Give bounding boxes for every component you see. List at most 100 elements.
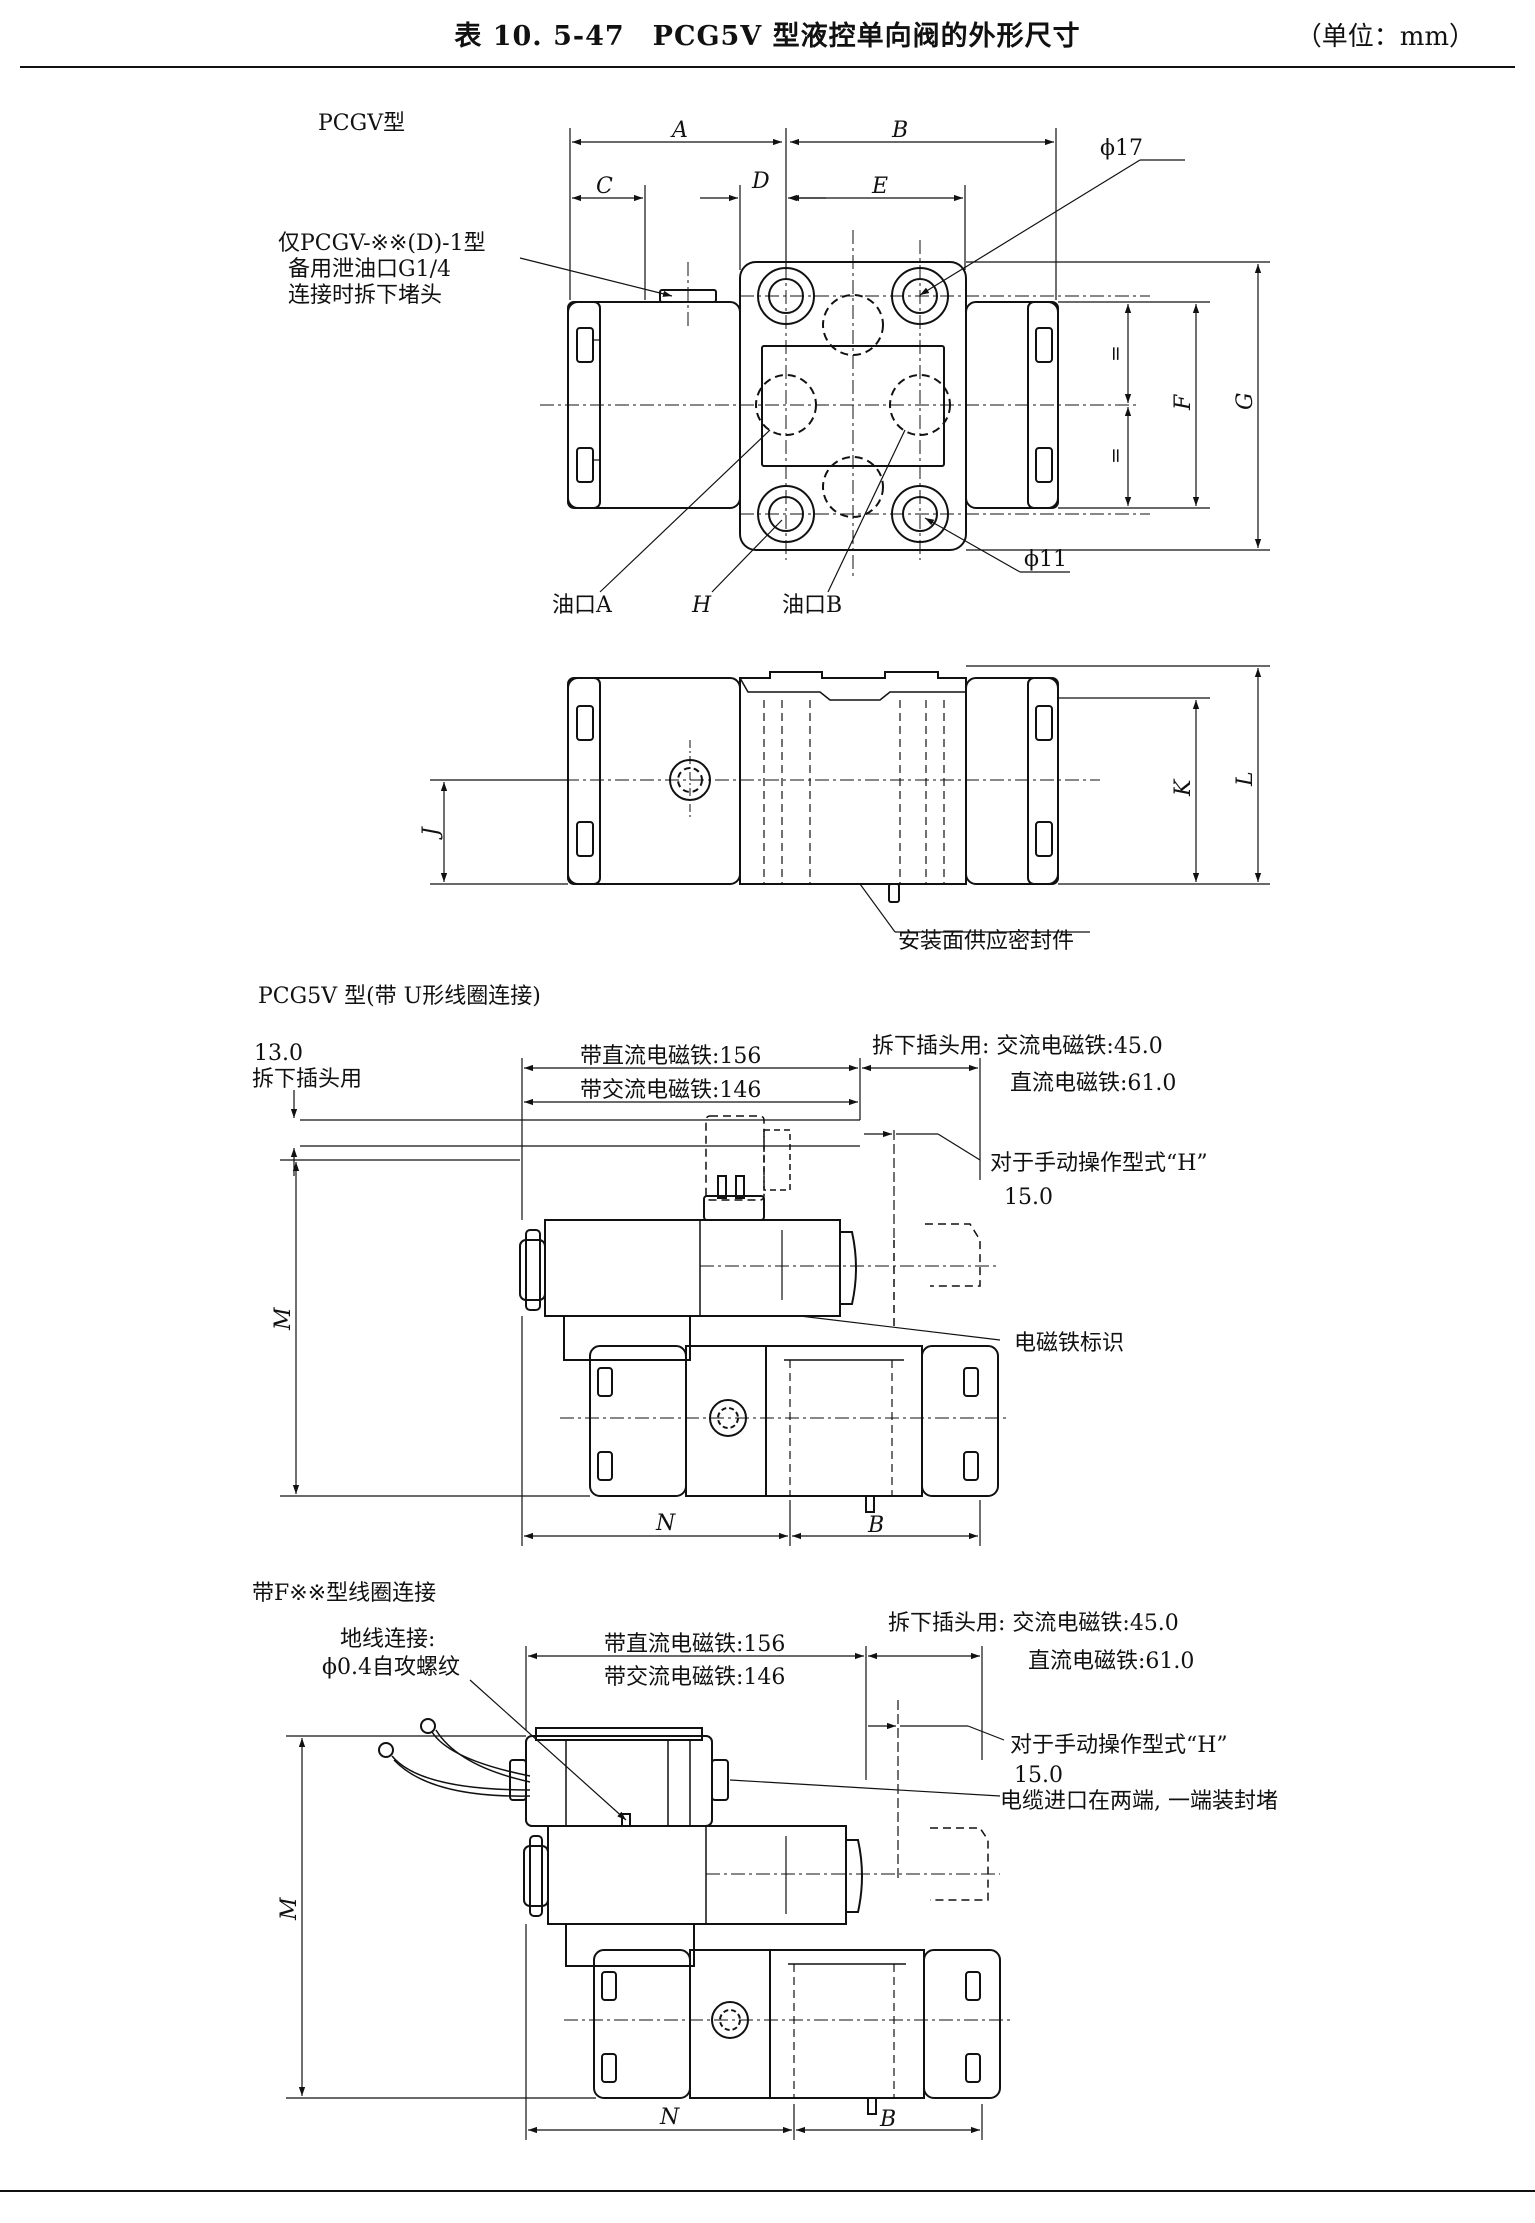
view3-label: PCG5V 型(带 U形线圈连接) bbox=[258, 984, 541, 1009]
manual-note-label: 对于手动操作型式“H” bbox=[1010, 1733, 1228, 1758]
plug-note-label: 拆下插头用 bbox=[252, 1067, 362, 1092]
manual-leader bbox=[937, 1133, 981, 1161]
dim-M-label: M bbox=[271, 1307, 296, 1331]
view1-label: PCGV型 bbox=[318, 111, 405, 136]
junction-box bbox=[525, 1735, 713, 1827]
solenoid-mark-leader bbox=[799, 1315, 1001, 1341]
port-a-leader bbox=[599, 429, 771, 593]
plug-dashed-tab bbox=[763, 1129, 791, 1191]
right-end-plate bbox=[1027, 677, 1059, 885]
valve-middle bbox=[685, 1345, 767, 1497]
solenoid-nut bbox=[519, 1239, 546, 1301]
seal-pin bbox=[865, 1495, 875, 1513]
dim-F-label: F bbox=[1171, 394, 1196, 411]
ground-line-2: ϕ0.4自攻螺纹 bbox=[322, 1655, 460, 1680]
note-line-3: 连接时拆下堵头 bbox=[288, 283, 442, 308]
port-p-circle bbox=[822, 456, 884, 518]
view3-u-coil-view: PCG5V 型(带 U形线圈连接) 13.0 拆下插头用 带直流电磁铁:156 … bbox=[252, 984, 1208, 1546]
valve-right-cap bbox=[921, 1345, 999, 1497]
dim-B-label: B bbox=[867, 1513, 884, 1538]
solenoid-nut-outer bbox=[525, 1229, 541, 1311]
port-a-label: 油口A bbox=[552, 593, 613, 618]
solenoid-body bbox=[544, 1219, 841, 1317]
bolt-slot bbox=[1035, 705, 1053, 741]
wire bbox=[391, 1755, 531, 1791]
wire bbox=[435, 1729, 531, 1783]
bolt-slot bbox=[1035, 821, 1053, 857]
dim-J-label: J bbox=[419, 826, 444, 840]
phi11-leader bbox=[924, 517, 1021, 573]
port-b-label: 油口B bbox=[782, 593, 842, 618]
valve-middle bbox=[689, 1949, 771, 2099]
wire-terminal bbox=[378, 1742, 394, 1758]
dim-G-label: G bbox=[1233, 392, 1258, 410]
manual-op-dashed bbox=[930, 1827, 989, 1901]
bolt-slot bbox=[601, 1971, 617, 2001]
phi17-label: ϕ17 bbox=[1100, 136, 1143, 161]
dim-M-label: M bbox=[277, 1897, 302, 1921]
dim-B-label: B bbox=[879, 2107, 896, 2132]
dim-L-label: L bbox=[1233, 771, 1258, 787]
bolt-slot bbox=[963, 1367, 979, 1397]
valve-body-front bbox=[739, 671, 967, 885]
ac-dim-label: 带交流电磁铁:146 bbox=[604, 1665, 785, 1690]
wire bbox=[431, 1731, 531, 1777]
seal-note: 安装面供应密封件 bbox=[898, 929, 1074, 954]
view4-f-coil-view: 带F※※型线圈连接 地线连接: ϕ0.4自攻螺纹 带直流电磁铁:156 带交流电… bbox=[252, 1581, 1278, 2140]
page-title: 表 10. 5-47 PCG5V 型液控单向阀的外形尺寸 bbox=[454, 21, 1081, 52]
manual-dim-label: 15.0 bbox=[1014, 1763, 1063, 1788]
ground-leader bbox=[469, 1679, 627, 1821]
adaptor-block bbox=[565, 1923, 695, 1967]
junction-box-top bbox=[535, 1727, 703, 1741]
cable-gland bbox=[509, 1759, 527, 1801]
view1-top-view: PCGV型 A B C D E ϕ17 仅PCGV-※※(D)-1型 备用泄油口… bbox=[278, 111, 1270, 618]
dim-N-label: N bbox=[659, 2105, 680, 2130]
manual-note-label: 对于手动操作型式“H” bbox=[990, 1151, 1208, 1176]
wire-terminal bbox=[420, 1718, 436, 1734]
dim-D-label: D bbox=[751, 169, 770, 194]
connector-pin bbox=[735, 1175, 745, 1199]
note-leader bbox=[519, 257, 673, 297]
port-h-leader bbox=[711, 519, 783, 593]
ac-dim-label: 带交流电磁铁:146 bbox=[580, 1078, 761, 1103]
seal-pin bbox=[888, 883, 900, 903]
solenoid-nut-outer bbox=[529, 1835, 543, 1917]
dc-dim-label: 带直流电磁铁:156 bbox=[604, 1632, 785, 1657]
dim-C-label: C bbox=[596, 174, 613, 199]
body-top-chamfer bbox=[739, 677, 966, 701]
port-b-leader bbox=[827, 429, 906, 593]
valve-body bbox=[765, 1345, 923, 1497]
cable-leader bbox=[729, 1779, 1001, 1797]
remove-plug-dc-label: 直流电磁铁:61.0 bbox=[1028, 1649, 1194, 1674]
cable-gland bbox=[711, 1759, 729, 1801]
valve-body bbox=[769, 1949, 925, 2099]
adaptor-block bbox=[563, 1315, 691, 1361]
solenoid-nut bbox=[523, 1845, 549, 1907]
bolt-slot bbox=[1035, 327, 1053, 363]
seal-pin bbox=[867, 2097, 877, 2115]
dim-B-label: B bbox=[891, 118, 908, 143]
dim-K-label: K bbox=[1171, 778, 1196, 797]
left-end-plate bbox=[567, 677, 601, 885]
view2-front-view: J K L 安装面供应密封件 bbox=[419, 665, 1270, 954]
bolt-slot bbox=[597, 1451, 613, 1481]
seal-leader bbox=[859, 883, 896, 933]
eq-label: = bbox=[1103, 345, 1127, 362]
manual-op-dashed bbox=[925, 1223, 981, 1287]
unit-label: （单位：mm） bbox=[1295, 22, 1475, 52]
right-end-plate bbox=[1027, 301, 1059, 509]
note-line-2: 备用泄油口G1/4 bbox=[288, 257, 451, 282]
bolt-slot bbox=[576, 705, 594, 741]
connector-pin bbox=[717, 1175, 727, 1199]
bolt-slot bbox=[965, 2053, 981, 2083]
solenoid-cap bbox=[846, 1839, 863, 1913]
bolt-slot bbox=[965, 1971, 981, 2001]
remove-plug-ac-label: 拆下插头用: 交流电磁铁:45.0 bbox=[888, 1611, 1179, 1636]
valve-right-cap bbox=[923, 1949, 1001, 2099]
note-line-1: 仅PCGV-※※(D)-1型 bbox=[278, 231, 486, 256]
dc-dim-label: 带直流电磁铁:156 bbox=[580, 1044, 761, 1069]
dim-E-label: E bbox=[871, 174, 888, 199]
bolt-slot bbox=[576, 447, 594, 483]
manual-dim-label: 15.0 bbox=[1004, 1185, 1053, 1210]
